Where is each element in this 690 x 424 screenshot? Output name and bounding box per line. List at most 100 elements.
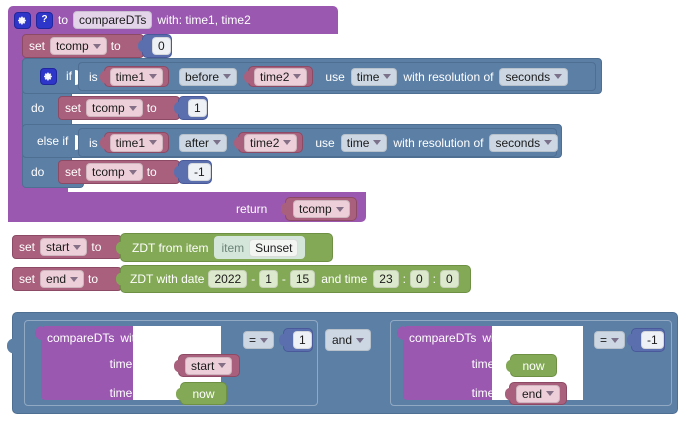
call-left-arg-time2: time2 (47, 381, 139, 405)
variable-name: end (522, 386, 543, 401)
use-label: use (325, 69, 345, 84)
variable-block-time1[interactable]: time1 (99, 66, 170, 87)
number-field[interactable]: -1 (188, 163, 211, 181)
compare-datetime-block-2[interactable]: is time1 after time2 use time with res (78, 128, 559, 157)
set-end-block[interactable]: set end to (12, 267, 122, 291)
number-field[interactable]: -1 (641, 331, 664, 349)
variable-block-end[interactable]: end (505, 382, 567, 405)
resolution-dropdown[interactable]: seconds (499, 67, 569, 86)
variable-block-time2[interactable]: time2 (234, 132, 304, 153)
procedure-definition-block[interactable] (8, 6, 338, 34)
arg-label-time1: time1 (471, 357, 501, 371)
set-tcomp-init-block[interactable]: set tcomp to (22, 34, 144, 58)
left-operand-frame[interactable] (24, 320, 318, 406)
compare-datetime-block-1[interactable]: is time1 before time2 use time with re (78, 62, 596, 91)
logic-and-dropdown[interactable]: and (325, 329, 372, 351)
set-label: set (19, 272, 36, 286)
time-separator-2: : (432, 272, 436, 286)
datetime-now-block-left[interactable]: now (176, 382, 227, 405)
call-right-header: compareDTs with: (409, 326, 559, 350)
date-separator-1: - (251, 272, 256, 286)
set-label: set (65, 165, 82, 179)
use-dropdown[interactable]: time (340, 133, 388, 152)
variable-field-tcomp[interactable]: tcomp (50, 37, 107, 55)
do-label-2: do (31, 165, 45, 179)
operator-dropdown-before[interactable]: before (179, 67, 238, 86)
and-expression-plug (7, 338, 14, 354)
set-label: set (19, 240, 36, 254)
to-label: to (91, 240, 102, 254)
arg-label-time2: time2 (109, 386, 139, 400)
gear-icon[interactable] (40, 67, 57, 85)
is-label: is (89, 135, 98, 150)
set-tcomp-block-2[interactable]: set tcomp to (58, 160, 180, 184)
call-name-label: compareDTs (409, 331, 477, 345)
year-field[interactable]: 2022 (208, 270, 248, 288)
variable-name: time2 (250, 135, 280, 150)
zdt-from-item-block[interactable]: ZDT from item item Sunset (116, 233, 333, 262)
set-label: set (65, 101, 82, 115)
set-tcomp-block-1[interactable]: set tcomp to (58, 96, 180, 120)
call-with-label: with: (482, 331, 508, 345)
variable-block-time2[interactable]: time2 (244, 66, 314, 87)
math-number-neg1[interactable]: -1 (174, 160, 212, 184)
variable-field-tcomp[interactable]: tcomp (293, 200, 350, 218)
item-value-block[interactable]: item Sunset (214, 236, 306, 259)
return-value-block[interactable]: tcomp (281, 197, 357, 221)
number-field[interactable]: 1 (293, 331, 312, 349)
zdt-from-item-label: ZDT from item (132, 240, 209, 255)
procedure-header-row: ? to compareDTs with: time1, time2 (14, 11, 251, 29)
arg-label-time1: time1 (109, 357, 139, 371)
minute-field[interactable]: 0 (409, 270, 429, 288)
variable-name: start (191, 358, 215, 373)
gear-icon[interactable] (14, 11, 31, 29)
call-with-label: with: (120, 331, 146, 345)
item-name-field[interactable]: Sunset (249, 238, 299, 257)
variable-name: time2 (260, 69, 290, 84)
return-label: return (236, 202, 268, 216)
math-number-1[interactable]: 1 (174, 96, 208, 120)
time-separator-1: : (402, 272, 406, 286)
resolution-dropdown[interactable]: seconds (489, 133, 559, 152)
number-field[interactable]: 1 (188, 99, 207, 117)
right-operand-frame[interactable] (390, 320, 672, 406)
second-field[interactable]: 0 (440, 270, 459, 288)
to-label: to (88, 272, 99, 286)
month-field[interactable]: 1 (259, 270, 278, 288)
use-dropdown[interactable]: time (350, 67, 398, 86)
variable-field-tcomp[interactable]: tcomp (86, 99, 143, 117)
variable-field-start[interactable]: start (40, 238, 88, 256)
zdt-with-date-label: ZDT with date (130, 272, 205, 286)
number-field[interactable]: 0 (152, 37, 171, 55)
zdt-with-date-block[interactable]: ZDT with date 2022 - 1 - 15 and time 23 … (116, 265, 471, 293)
variable-block-time1[interactable]: time1 (99, 132, 170, 153)
comparator-dropdown-right[interactable]: = (594, 331, 626, 349)
to-label: to (146, 101, 157, 115)
comparator-dropdown-left[interactable]: = (243, 331, 275, 349)
help-icon[interactable]: ? (36, 11, 53, 29)
if-label: if (66, 69, 72, 83)
now-label: now (522, 358, 545, 373)
set-label: set (29, 39, 46, 53)
set-start-block[interactable]: set start to (12, 235, 122, 259)
hour-field[interactable]: 23 (373, 270, 399, 288)
call-right-plug (397, 326, 404, 340)
variable-block-start[interactable]: start (174, 354, 240, 377)
variable-field-tcomp[interactable]: tcomp (86, 163, 143, 181)
day-field[interactable]: 15 (289, 270, 316, 288)
use-label: use (315, 135, 335, 150)
resolution-label: with resolution of (403, 69, 494, 84)
variable-field-end[interactable]: end (40, 270, 85, 288)
procedure-name-field[interactable]: compareDTs (73, 11, 153, 29)
call-left-arg-time1: time1 (47, 352, 139, 376)
operator-dropdown-after[interactable]: after (179, 133, 228, 152)
procedure-params-label: with: time1, time2 (157, 13, 251, 27)
item-label: item (221, 240, 245, 255)
datetime-now-block-right[interactable]: now (506, 354, 557, 377)
now-label: now (192, 386, 215, 401)
math-number-compare-right[interactable]: -1 (627, 328, 665, 352)
math-number-compare-left[interactable]: 1 (279, 328, 313, 352)
math-number-0[interactable]: 0 (138, 34, 172, 58)
variable-name: time1 (115, 135, 146, 150)
